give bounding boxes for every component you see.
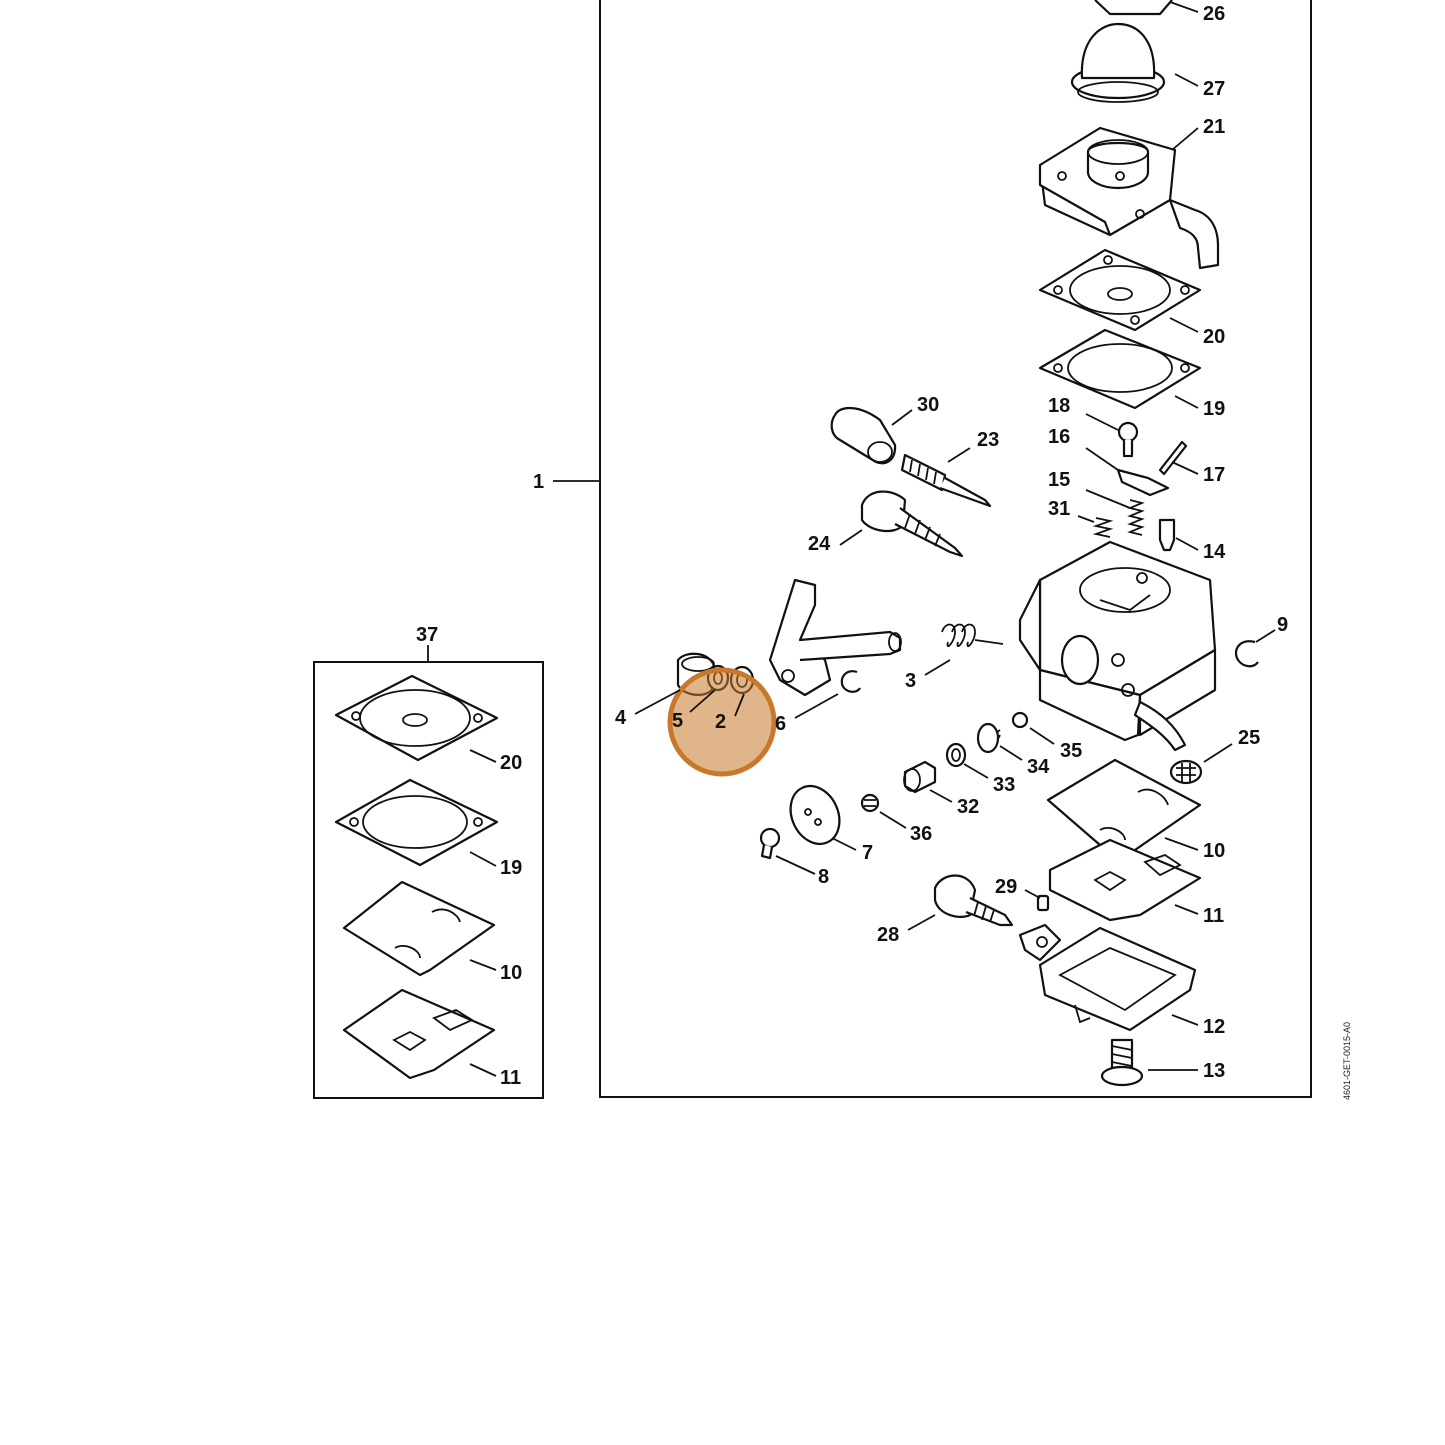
label-6: 6: [775, 713, 786, 735]
part-20-diaphragm: [1038, 248, 1202, 332]
label-23: 23: [977, 429, 999, 451]
label-31: 31: [1048, 498, 1070, 520]
label-26: 26: [1203, 3, 1225, 25]
label-9: 9: [1277, 614, 1288, 636]
label-12: 12: [1203, 1016, 1225, 1038]
throttle-shaft-lever: [768, 578, 902, 697]
kit-20-diaphragm: [334, 674, 499, 762]
kit-label-19: 19: [500, 857, 522, 879]
part-17-pin: [1158, 440, 1188, 476]
label-4: 4: [615, 707, 627, 729]
part-30-limiter-cap: [830, 407, 897, 465]
part-13-screw: [1100, 1038, 1144, 1087]
kit-10-diaphragm: [342, 880, 496, 977]
part-27-primer-bulb: [1070, 22, 1166, 103]
label-11: 11: [1203, 905, 1224, 927]
part-31-spring: [1092, 517, 1114, 538]
label-15: 15: [1048, 469, 1070, 491]
label-14: 14: [1203, 541, 1226, 563]
drawing-code: 4601-GET-0015-A0: [1342, 1022, 1352, 1100]
main-assembly-frame: [599, 0, 1312, 1098]
label-35: 35: [1060, 740, 1082, 762]
part-8-screw: [759, 827, 781, 860]
part-32-plug: [903, 760, 937, 794]
label-21: 21: [1203, 116, 1225, 138]
part-7-throttle-plate: [789, 785, 841, 845]
part-15-spring: [1127, 499, 1145, 536]
part-29-pin: [1036, 894, 1050, 912]
gasket-kit-label: 37: [416, 624, 438, 646]
label-16: 16: [1048, 426, 1070, 448]
kit-label-10: 10: [500, 962, 522, 984]
label-20: 20: [1203, 326, 1225, 348]
label-30: 30: [917, 394, 939, 416]
highlight-marker[interactable]: [667, 667, 777, 777]
part-6-e-clip: [840, 670, 861, 693]
kit-19-gasket: [334, 778, 499, 867]
kit-11-gasket: [342, 988, 496, 1080]
label-18: 18: [1048, 395, 1070, 417]
label-27: 27: [1203, 78, 1225, 100]
part-24-adjusting-needle: [860, 490, 964, 558]
leader-lines: [469, 1, 1276, 1077]
label-10: 10: [1203, 840, 1225, 862]
label-8: 8: [818, 866, 829, 888]
label-33: 33: [993, 774, 1015, 796]
part-19-gasket: [1038, 328, 1202, 410]
label-28: 28: [877, 924, 899, 946]
part-11-metering-gasket: [1048, 838, 1202, 922]
carburetor-body: [1018, 540, 1217, 752]
label-19: 19: [1203, 398, 1225, 420]
label-13: 13: [1203, 1060, 1225, 1082]
label-25: 25: [1238, 727, 1260, 749]
label-36: 36: [910, 823, 932, 845]
part-3-torsion-spring: [941, 623, 1004, 647]
part-18-screw: [1117, 421, 1139, 458]
label-3: 3: [905, 670, 916, 692]
part-14-valve: [1158, 518, 1176, 552]
assembly-label: 1: [533, 471, 544, 493]
part-33-o-ring: [945, 742, 967, 768]
part-28-adjusting-needle: [933, 874, 1014, 927]
part-9-circlip: [1234, 640, 1259, 668]
label-29: 29: [995, 876, 1017, 898]
part-26-shape: [1094, 0, 1173, 16]
label-7: 7: [862, 842, 873, 864]
label-32: 32: [957, 796, 979, 818]
part-12-metering-cover: [1018, 923, 1197, 1032]
part-21-pump-cover: [1038, 126, 1220, 270]
label-24: 24: [808, 533, 831, 555]
kit-label-20: 20: [500, 752, 522, 774]
part-16-lever: [1116, 468, 1170, 497]
label-17: 17: [1203, 464, 1225, 486]
label-2: 2: [715, 711, 726, 733]
part-35-screen: [1011, 711, 1029, 729]
part-36-strainer: [860, 793, 880, 813]
label-5: 5: [672, 710, 683, 732]
part-23-adjusting-needle: [900, 453, 992, 508]
kit-label-11: 11: [500, 1067, 521, 1089]
part-25-filter: [1169, 759, 1203, 785]
part-34-spring: [976, 722, 1001, 754]
label-34: 34: [1027, 756, 1050, 778]
